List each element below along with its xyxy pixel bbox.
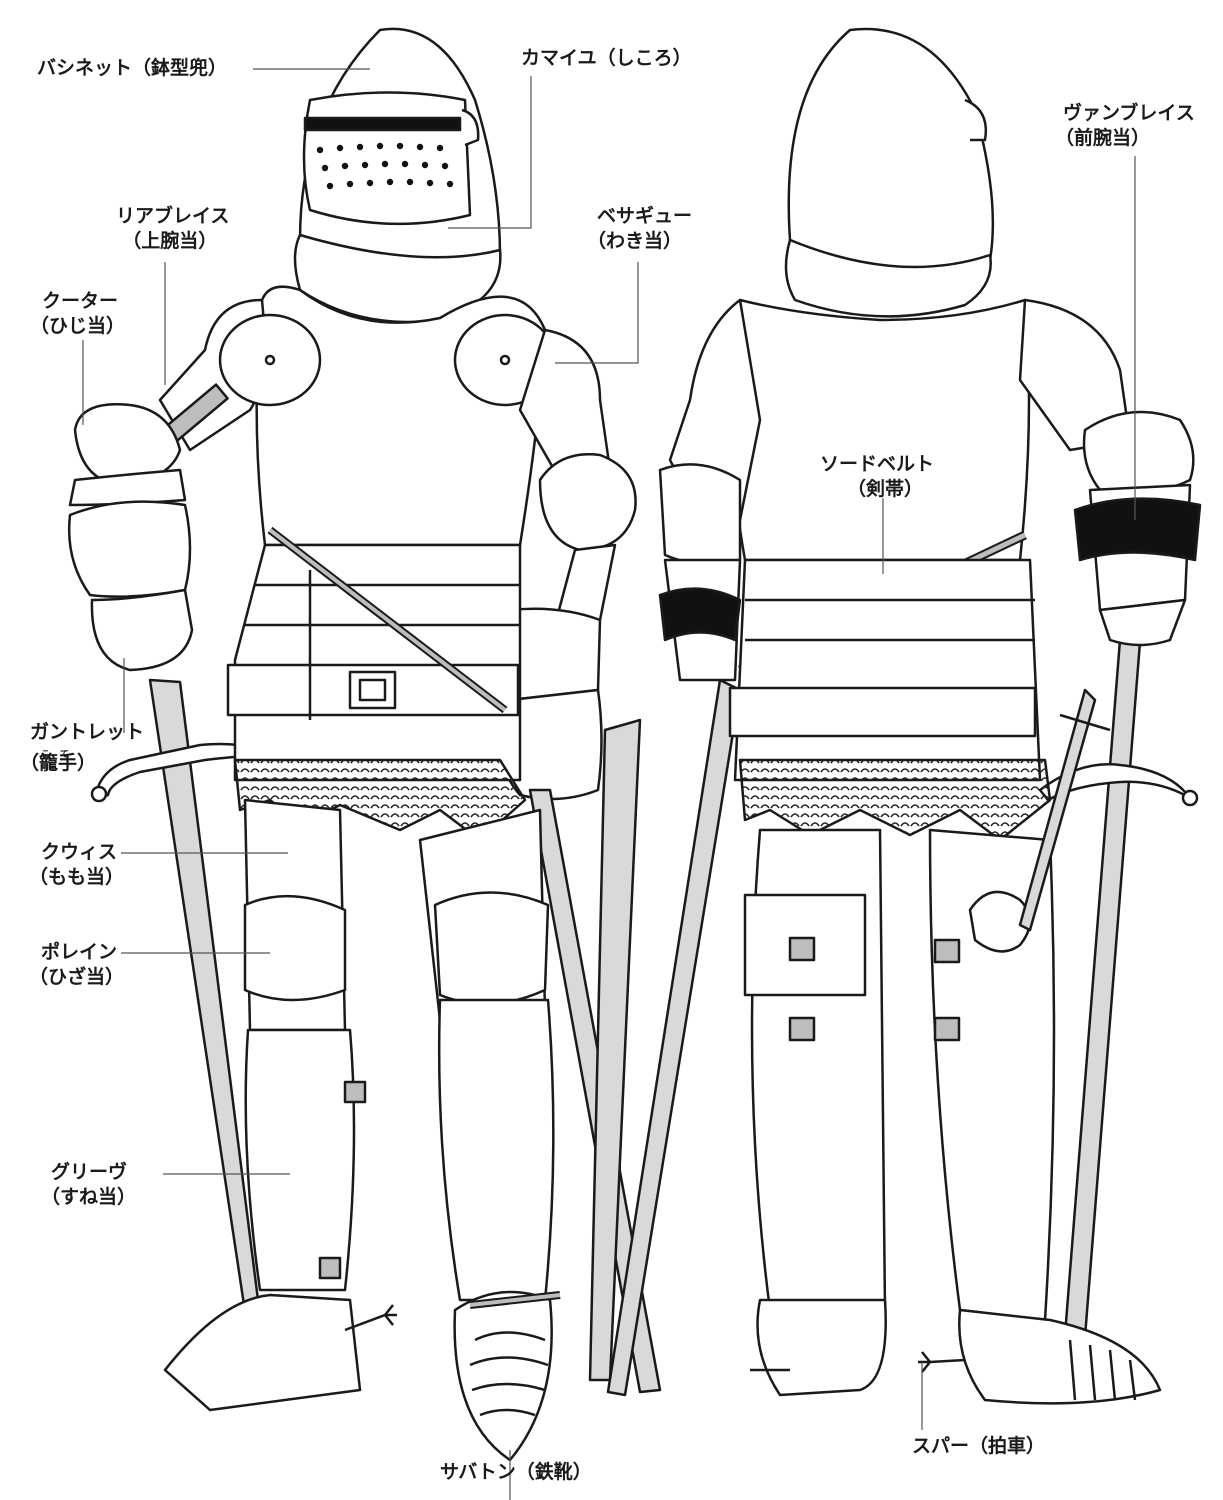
visor-breaths xyxy=(316,142,454,190)
label-gauntlet-note: （籠手） xyxy=(20,752,97,774)
back-camail xyxy=(784,238,992,318)
label-rerebrace: リアブレイス （上腕当） xyxy=(116,204,229,254)
label-gauntlet-name: ガントレット xyxy=(30,721,145,743)
label-couter-note: （ひじ当） xyxy=(30,315,126,337)
label-swordbelt: ソードベルト （剣帯） xyxy=(820,452,934,502)
front-greave-left xyxy=(244,1028,356,1292)
front-sabaton-left xyxy=(163,1293,362,1412)
back-fauld xyxy=(733,558,1042,782)
label-besague-name: ベサギュー xyxy=(597,205,693,227)
label-swordbelt-note: （剣帯） xyxy=(847,478,924,500)
label-vambrace-note: （前腕当） xyxy=(1055,127,1151,149)
front-sabaton-right xyxy=(453,1290,553,1462)
leader-lines xyxy=(82,68,1136,1500)
back-bascinet xyxy=(787,27,995,273)
label-cuisse: クウィス （もも当） xyxy=(29,840,124,890)
label-sabaton: サバトン（鉄靴） xyxy=(440,1460,592,1485)
label-camail-name: カマイユ xyxy=(521,47,597,69)
label-camail-note: （しころ） xyxy=(596,47,692,69)
label-bascinet: バシネット（鉢型兜） xyxy=(37,56,227,81)
back-couter-right xyxy=(1082,410,1195,495)
front-spur xyxy=(344,1304,397,1332)
label-gauntlet-ruby-te: て xyxy=(60,750,70,760)
back-mail-skirt xyxy=(738,758,1052,842)
back-dagger xyxy=(1018,688,1097,932)
label-sabaton-name: サバトン（鉄靴） xyxy=(440,1461,592,1483)
label-spur-name: スパー（拍車） xyxy=(912,1435,1046,1457)
label-poleyn: ポレイン （ひざ当） xyxy=(29,940,124,990)
label-cuisse-name: クウィス xyxy=(41,841,118,863)
label-poleyn-name: ポレイン xyxy=(41,941,118,963)
front-longsword xyxy=(90,678,292,1307)
label-camail: カマイユ（しころ） xyxy=(521,46,692,71)
visor xyxy=(302,91,472,226)
label-cuisse-note: （もも当） xyxy=(29,866,125,888)
label-gauntlet-ruby-ko: こ xyxy=(41,750,51,760)
back-backplate xyxy=(729,298,1031,562)
label-vambrace-name: ヴァンブレイス xyxy=(1063,102,1195,124)
label-greave-note: （すね当） xyxy=(41,1186,137,1208)
label-couter-name: クーター xyxy=(42,290,119,312)
label-spur: スパー（拍車） xyxy=(912,1434,1045,1459)
front-gauntlet-cuff-left xyxy=(67,500,192,598)
label-rerebrace-name: リアブレイス xyxy=(116,205,230,227)
front-poleyn-right xyxy=(433,891,550,1006)
label-bascinet-note: （鉢型兜） xyxy=(132,57,228,79)
label-rerebrace-note: （上腕当） xyxy=(122,230,218,252)
front-couter-right xyxy=(538,453,637,552)
label-gauntlet: ガントレット （籠手） xyxy=(20,720,145,776)
back-sword-diagonal xyxy=(606,678,742,1397)
label-greave: グリーヴ （すね当） xyxy=(41,1160,136,1210)
back-sabaton-right xyxy=(958,1308,1162,1405)
label-poleyn-note: （ひざ当） xyxy=(29,966,125,988)
front-gauntlet-right xyxy=(508,607,602,702)
label-couter: クーター （ひじ当） xyxy=(30,289,125,339)
front-poleyn-left xyxy=(243,894,347,1002)
front-knight xyxy=(67,27,662,1462)
back-knight xyxy=(606,27,1202,1405)
label-vambrace: ヴァンブレイス （前腕当） xyxy=(1055,101,1195,151)
back-spur xyxy=(918,1351,966,1373)
front-fauld xyxy=(233,543,522,782)
label-greave-name: グリーヴ xyxy=(51,1161,128,1183)
back-sabaton-left xyxy=(756,1298,887,1397)
front-gauntlet-fist-left xyxy=(90,588,194,672)
label-swordbelt-name: ソードベルト xyxy=(820,453,935,475)
label-besague: ベサギュー （わき当） xyxy=(587,204,693,254)
front-greave-right xyxy=(437,998,555,1302)
front-couter-left xyxy=(73,403,182,487)
label-besague-note: （わき当） xyxy=(587,230,683,252)
label-bascinet-name: バシネット xyxy=(37,57,133,79)
